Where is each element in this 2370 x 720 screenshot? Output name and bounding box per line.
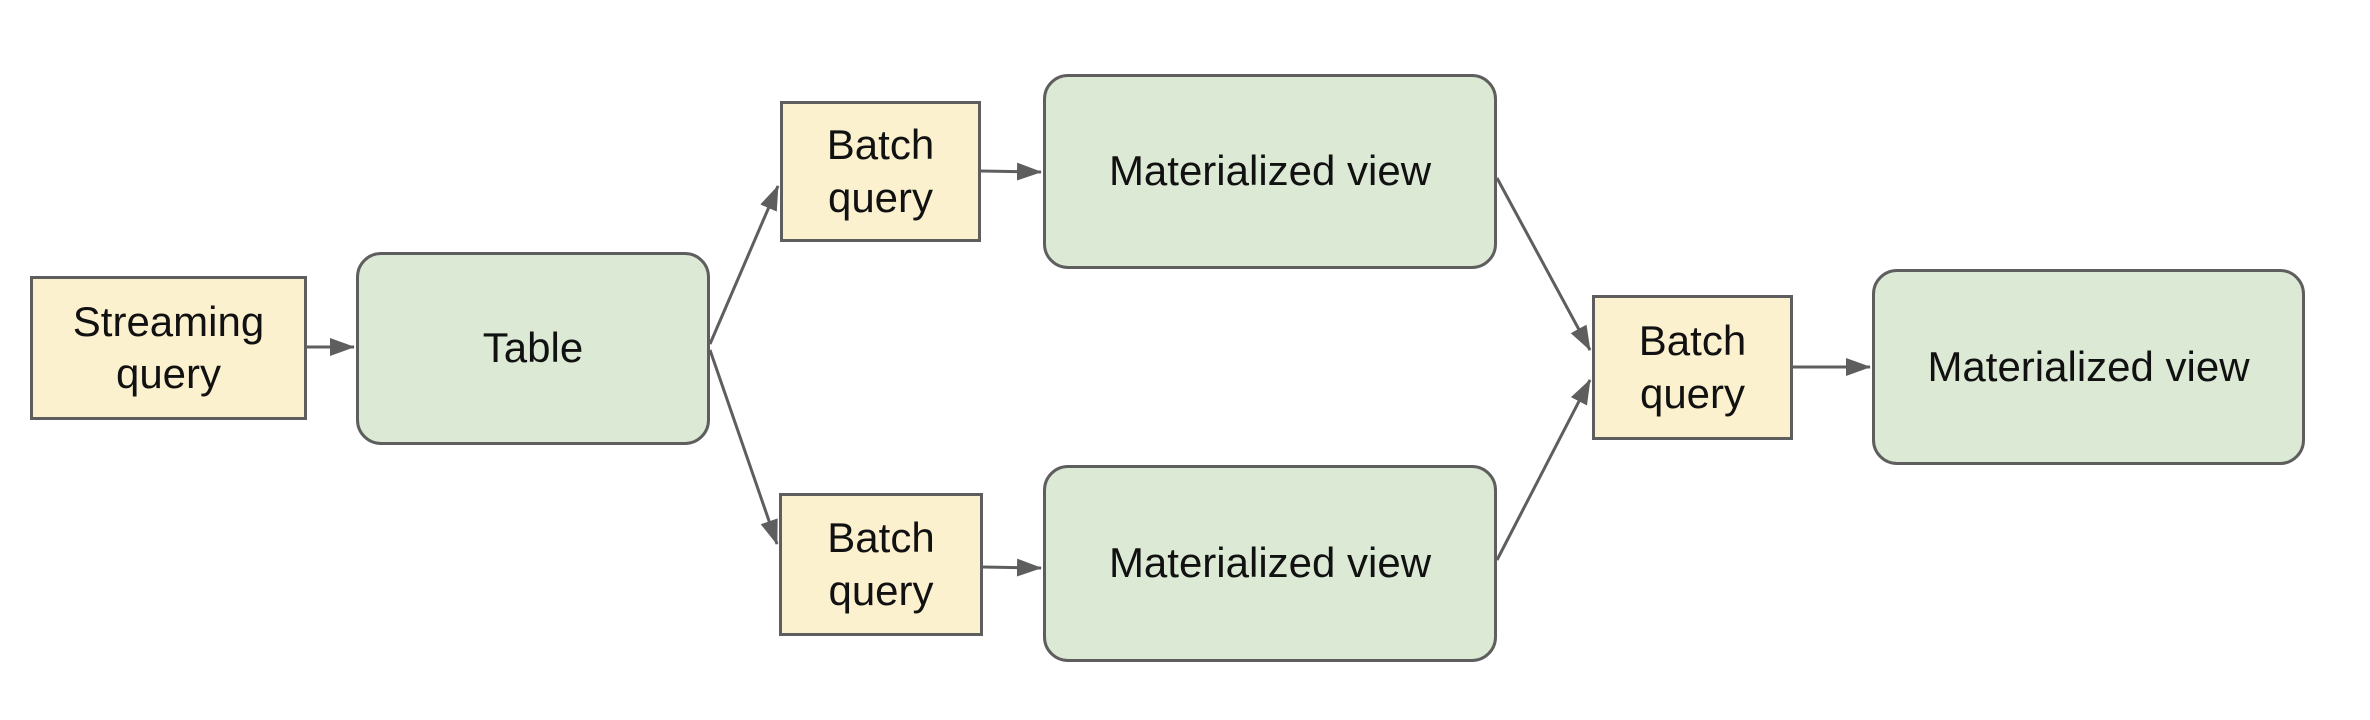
node-table: Table <box>356 252 710 445</box>
edge-batch-query-top-to-materialized-view-top <box>980 162 1042 181</box>
node-batch-query-top: Batch query <box>780 101 981 242</box>
edge-materialized-view-top-to-batch-query-final <box>1495 177 1592 351</box>
node-materialized-view-bottom-label: Materialized view <box>1108 539 1432 587</box>
node-batch-query-bottom-label: Batch query <box>827 514 935 614</box>
node-materialized-view-top-label: Materialized view <box>1108 147 1432 195</box>
node-streaming-query: Streaming query <box>30 276 307 420</box>
node-batch-query-bottom: Batch query <box>779 493 983 636</box>
edge-table-to-batch-query-bottom <box>708 349 779 545</box>
node-materialized-view-top: Materialized view <box>1043 74 1497 269</box>
node-batch-query-final: Batch query <box>1592 295 1793 440</box>
node-batch-query-top-label: Batch query <box>826 121 935 221</box>
node-materialized-view-bottom: Materialized view <box>1043 465 1497 662</box>
node-batch-query-final-label: Batch query <box>1638 317 1747 417</box>
edge-materialized-view-bottom-to-batch-query-final <box>1495 379 1592 561</box>
node-table-label: Table <box>482 324 584 372</box>
node-materialized-view-final: Materialized view <box>1872 269 2305 465</box>
node-streaming-query-label: Streaming query <box>72 297 265 398</box>
edge-table-to-batch-query-top <box>708 185 780 345</box>
edge-batch-query-bottom-to-materialized-view-bottom <box>982 558 1042 577</box>
node-materialized-view-final-label: Materialized view <box>1927 342 2250 390</box>
